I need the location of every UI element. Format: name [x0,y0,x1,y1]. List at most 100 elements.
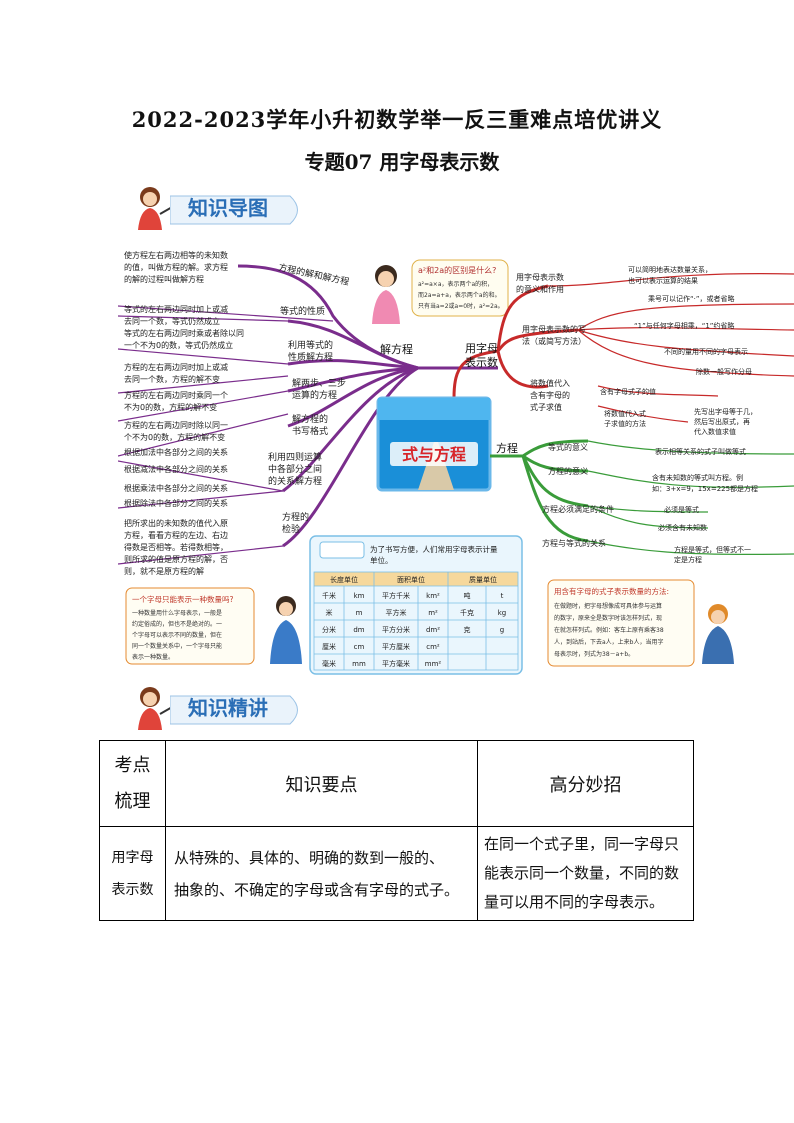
svg-text:如：3+x=9，15x=225都是方程: 如：3+x=9，15x=225都是方程 [652,484,758,493]
document-title: 2022-2023学年小升初数学举一反三重难点培优讲义 [131,107,663,132]
svg-text:含有未知数的等式叫方程。例: 含有未知数的等式叫方程。例 [652,473,743,482]
svg-text:的数字，原来全是数字时该怎样列式，现: 的数字，原来全是数字时该怎样列式，现 [554,614,662,622]
svg-text:方程必须满足的条件: 方程必须满足的条件 [542,504,614,514]
note: 等式的左右两边同时加上或减 [124,304,228,314]
right-bottom-labels: 等式的意义 表示相等关系的式子叫做等式 方程的意义 含有未知数的等式叫方程。例 … [542,442,758,564]
svg-text:必须是等式: 必须是等式 [664,505,699,514]
svg-text:个字母可以表示不同的数量，但在: 个字母可以表示不同的数量，但在 [132,631,222,639]
svg-text:长度单位: 长度单位 [330,575,358,584]
svg-text:先写出字母等于几，: 先写出字母等于几， [694,407,757,416]
main-branch-right-bottom: 方程 [496,441,518,455]
note: 个不为0的数，方程的解不变 [124,432,225,442]
unit-cell: 分米 [322,625,336,634]
branch-label: 性质解方程 [288,351,333,363]
main-branch-left: 解方程 [380,342,413,356]
branch-label: 书写格式 [292,425,328,437]
left-labels: 方程的解和解方程 等式的性质 利用等式的 性质解方程 解两步、三步 运算的方程 … [268,261,350,535]
bubble-left: 一个字母只能表示一种数量吗? 一种数量用什么字母表示，一般是 约定俗成的，但也不… [125,587,255,665]
knowledge-table: 考点 梳理 知识要点 高分妙招 用字母 表示数 从特殊的、具体的、明确的数到一般… [99,740,694,921]
note: 不为0的数，方程的解不变 [124,402,217,412]
svg-text:约定俗成的，但也不是绝对的。一: 约定俗成的，但也不是绝对的。一 [132,620,222,628]
svg-text:质量单位: 质量单位 [469,575,497,584]
unit-cell: 克 [464,626,471,634]
note: 根据减法中各部分之间的关系 [124,464,228,474]
svg-text:用含有字母的式子表示数量的方法:: 用含有字母的式子表示数量的方法: [554,586,669,596]
svg-text:用字母表示数的写: 用字母表示数的写 [522,324,586,334]
svg-text:代入数值求值: 代入数值求值 [694,427,736,436]
note: 方程的左右两边同时乘同一个 [124,390,228,400]
note: 一个不为0的数，等式仍然成立 [124,340,233,350]
branch-label: 的关系解方程 [268,475,322,487]
svg-text:定是方程: 定是方程 [674,555,702,564]
note: 则，就不是原方程的解 [124,566,204,576]
svg-text:等式的意义: 等式的意义 [548,442,588,452]
worker-icon [702,604,734,664]
unit-cell: cm [354,643,365,651]
header-cell-tips: 高分妙招 [477,740,694,827]
svg-text:方程与等式的关系: 方程与等式的关系 [542,538,606,548]
unit-cell: mm [352,660,366,668]
branch-label: 方程的解和解方程 [277,261,350,288]
svg-text:而2a=a+a，表示两个a的和。: 而2a=a+a，表示两个a的和。 [418,291,501,299]
right-bottom-branches [490,439,794,556]
svg-text:将数值代入: 将数值代入 [530,378,570,388]
svg-text:方程是等式，但等式不一: 方程是等式，但等式不一 [674,545,751,554]
svg-text:一个字母只能表示一种数量吗?: 一个字母只能表示一种数量吗? [132,594,233,604]
note: 的解的过程叫做解方程 [124,274,204,284]
unit-cell: mm² [425,660,442,668]
svg-text:同一个数量关系中，一个字母只能: 同一个数量关系中，一个字母只能 [132,642,222,650]
branch-label: 运算的方程 [292,389,337,401]
center-image: 式与方程 [376,396,492,492]
note: 去同一个数，等式仍然成立 [124,316,220,326]
section-banner-lecture: 知识精讲 [118,684,318,734]
left-notes: 使方程左右两边相等的未知数 的值，叫做方程的解。求方程 的解的过程叫做解方程 等… [124,250,244,576]
note: 等式的左右两边同时乘或者除以同 [124,328,244,338]
unit-cell: 平方米 [386,608,407,617]
branch-label: 解两步、三步 [292,377,346,389]
unit-cell: 毫米 [322,659,336,668]
teacher-icon [138,187,174,230]
svg-text:在做题时，把字母想像成可具体参与运算: 在做题时，把字母想像成可具体参与运算 [554,602,662,610]
banner-ribbon [170,195,298,225]
row-tips: 在同一个式子里，同一字母只 能表示同一个数量，不同的数 量可以用不同的字母表示。 [477,826,694,921]
unit-cell: g [500,626,504,634]
note: 方程，看看方程的左边、右边 [124,530,228,540]
svg-text:方程的意义: 方程的意义 [548,466,588,476]
teacher-icon [138,687,174,730]
left-branches [118,264,498,565]
branch-label: 方程的 [282,511,309,523]
svg-text:含有字母的: 含有字母的 [530,390,570,400]
svg-text:含有字母式子的值: 含有字母式子的值 [600,387,656,396]
unit-cell: 厘米 [322,642,336,651]
note: 方程的左右两边同时除以同一 [124,420,228,430]
svg-text:a²和2a的区别是什么?: a²和2a的区别是什么? [418,265,496,275]
section-banner-mindmap: 知识导图 [118,184,318,234]
note: 方程的左右两边同时加上或减 [124,362,228,372]
unit-cell: t [501,592,504,600]
svg-text:a²=a×a，表示两个a的积，: a²=a×a，表示两个a的积， [418,280,493,288]
svg-text:除数一般写作分母: 除数一般写作分母 [696,367,752,376]
note: 根据加法中各部分之间的关系 [124,447,228,457]
mind-map: 使方程左右两边相等的未知数 的值，叫做方程的解。求方程 的解的过程叫做解方程 等… [118,250,794,675]
unit-cell: 吨 [464,591,471,600]
unit-cell: km [354,592,365,600]
header-cell-knowledge: 知识要点 [165,740,478,827]
note: 则所求的值是原方程的解，否 [124,554,228,564]
svg-text:可以简明地表达数量关系，: 可以简明地表达数量关系， [628,265,712,274]
main-branch-right-top-1: 用字母 [465,341,498,355]
svg-text:人，到站后，下去a人，上来b人，当用字: 人，到站后，下去a人，上来b人，当用字 [554,638,664,646]
svg-text:“1”与任何字母相乘，“1”约省略: “1”与任何字母相乘，“1”约省略 [634,321,734,330]
unit-cell: m [356,609,363,617]
boy-icon [270,596,302,664]
svg-text:用字母表示数: 用字母表示数 [516,272,564,282]
svg-text:的意义和作用: 的意义和作用 [516,284,564,294]
svg-text:必须含有未知数: 必须含有未知数 [658,523,707,532]
unit-cell: 米 [326,608,333,617]
svg-text:不同的量用不同的字母表示: 不同的量用不同的字母表示 [664,347,748,356]
branch-label: 中各部分之间 [268,463,322,475]
unit-cell: 平方分米 [382,625,410,634]
bubble-right: 用含有字母的式子表示数量的方法: 在做题时，把字母想像成可具体参与运算 的数字，… [547,579,695,667]
unit-cell: 千克 [460,608,474,617]
row-knowledge: 从特殊的、具体的、明确的数到一般的、 抽象的、不确定的字母或含有字母的式子。 [165,826,478,921]
note: 得数是否相等。若得数相等， [124,542,228,552]
